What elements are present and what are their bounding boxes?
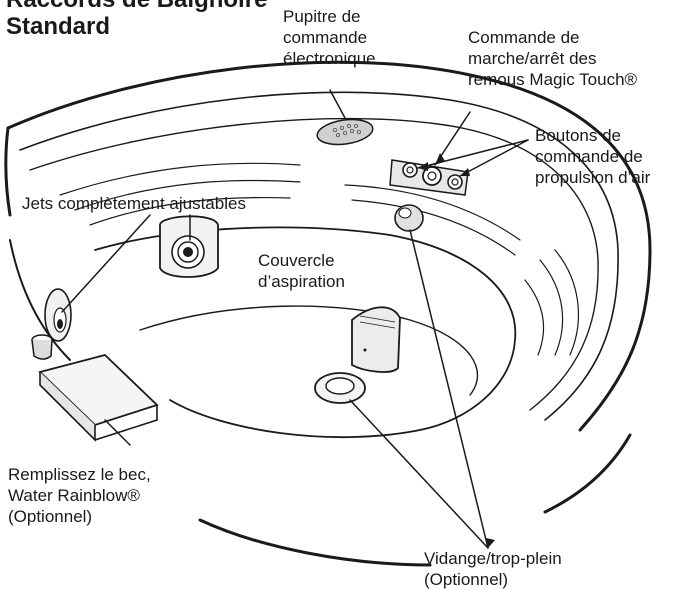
suction-cover bbox=[351, 306, 401, 373]
label-line: Boutons de bbox=[535, 126, 622, 145]
label-line: Water Rainblow® bbox=[8, 486, 140, 505]
label-control-panel: Pupitre de commande électronique bbox=[283, 6, 376, 69]
tub-rim-left-edge bbox=[4, 126, 12, 217]
tub-shading-lines bbox=[59, 162, 580, 356]
label-line: électronique bbox=[283, 49, 376, 68]
label-line: commande bbox=[283, 28, 368, 47]
label-magic-touch: Commande de marche/arrêt des remous Magi… bbox=[468, 27, 637, 90]
tub-outer-rim bbox=[6, 60, 652, 432]
label-air-buttons: Boutons de commande de propulsion d’air bbox=[535, 125, 650, 188]
leader-drain-1 bbox=[409, 229, 489, 549]
label-line: Couvercle bbox=[258, 251, 335, 270]
leader-drain-2 bbox=[349, 399, 489, 549]
page-title: Raccords de Baignoire Standard bbox=[6, 0, 267, 40]
label-line: (Optionnel) bbox=[424, 570, 509, 589]
label-jets: Jets complètement ajustables bbox=[22, 193, 246, 214]
drain bbox=[314, 372, 366, 404]
overflow-knob bbox=[394, 204, 424, 232]
title-line-1: Raccords de Baignoire bbox=[6, 0, 267, 13]
label-line: Vidange/trop-plein bbox=[424, 549, 562, 568]
tub-inner-rim bbox=[19, 91, 619, 421]
leader-spout bbox=[104, 419, 131, 446]
tub-inner-rim-2 bbox=[29, 117, 599, 411]
label-line: propulsion d’air bbox=[535, 168, 651, 187]
label-line: Jets complètement ajustables bbox=[22, 194, 246, 213]
control-strip bbox=[389, 159, 469, 196]
label-line: marche/arrêt des bbox=[468, 49, 597, 68]
leader-lines bbox=[61, 89, 529, 549]
tub-right-arc bbox=[543, 433, 632, 514]
tub-floor-edge bbox=[139, 305, 479, 396]
spout-knob bbox=[31, 334, 53, 360]
tub-basin bbox=[94, 226, 517, 439]
label-drain: Vidange/trop-plein (Optionnel) bbox=[424, 548, 562, 590]
label-line: d’aspiration bbox=[258, 272, 345, 291]
leader-air-1 bbox=[417, 139, 529, 169]
leader-control-panel bbox=[329, 89, 346, 119]
label-suction-cover: Couvercle d’aspiration bbox=[258, 250, 345, 292]
label-line: (Optionnel) bbox=[8, 507, 93, 526]
label-line: Commande de bbox=[468, 28, 580, 47]
fill-spout bbox=[38, 354, 159, 442]
label-line: commande de bbox=[535, 147, 643, 166]
arrowheads bbox=[418, 153, 495, 548]
tub-left-lower bbox=[9, 239, 71, 361]
control-panel-pad bbox=[316, 118, 374, 146]
label-line: Pupitre de bbox=[283, 7, 361, 26]
leader-air-2 bbox=[459, 139, 529, 177]
label-spout: Remplissez le bec, Water Rainblow® (Opti… bbox=[8, 464, 151, 527]
label-line: remous Magic Touch® bbox=[468, 70, 638, 89]
adjustable-jet-2 bbox=[44, 288, 72, 342]
adjustable-jet-1 bbox=[159, 215, 219, 278]
label-line: Remplissez le bec, bbox=[8, 465, 151, 484]
title-line-2: Standard bbox=[6, 13, 111, 40]
tub-lower-arc bbox=[198, 518, 432, 567]
leader-jets-1 bbox=[61, 214, 151, 313]
